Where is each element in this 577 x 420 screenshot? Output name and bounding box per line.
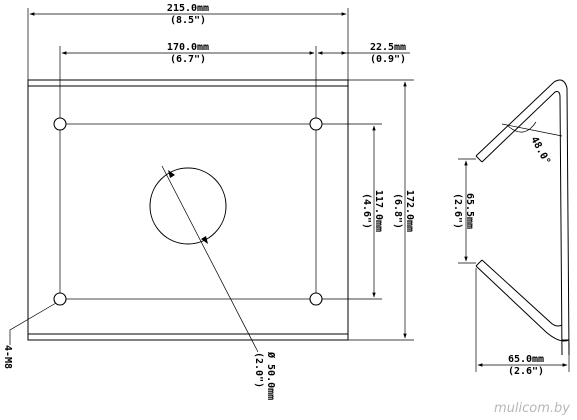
- center-hole-arrow-b: [201, 236, 208, 244]
- hole-spacing-metric: 170.0mm: [167, 42, 209, 53]
- overall-width-imperial: (8.5"): [170, 15, 206, 26]
- side-depth-metric: 65.0mm: [508, 354, 544, 365]
- mounting-hole-leader: [9, 302, 57, 345]
- side-opening-metric: 65.5mm: [464, 193, 475, 229]
- center-hole-leader: [161, 165, 259, 353]
- center-hole: [149, 167, 227, 245]
- mounting-hole-bottom-left: [53, 292, 67, 306]
- plate-outline: [27, 79, 349, 341]
- side-opening-imperial: (2.6"): [452, 193, 463, 229]
- side-profile-upper-outer: [475, 79, 570, 356]
- bend-angle-leader: [501, 123, 563, 137]
- edge-offset-metric: 22.5mm: [370, 42, 406, 53]
- side-profile-upper-inner: [481, 91, 563, 356]
- watermark: mulicom.by: [494, 401, 570, 416]
- overall-height-metric: 172.0mm: [404, 190, 415, 232]
- mounting-hole-top-left: [53, 117, 67, 131]
- mounting-hole-bottom-right: [309, 292, 323, 306]
- side-depth-imperial: (2.6"): [508, 366, 544, 377]
- bend-angle-arc: [507, 121, 537, 133]
- hole-pattern-outline: [59, 123, 317, 300]
- overall-width-metric: 215.0mm: [167, 3, 209, 14]
- bend-angle-label: 48.0°: [528, 135, 552, 167]
- side-view: [458, 79, 570, 372]
- center-hole-imperial: (2.0"): [253, 352, 264, 388]
- side-profile-lower-outer: [475, 265, 570, 342]
- center-hole-metric: Ø 50.0mm: [265, 351, 277, 400]
- side-profile-upper-end: [475, 155, 483, 163]
- front-view: [9, 8, 414, 353]
- center-hole-arrow-a: [168, 170, 175, 178]
- side-profile-lower-inner: [481, 259, 563, 327]
- edge-offset-imperial: (0.9"): [370, 54, 406, 65]
- vertical-spacing-metric: 117.0mm: [373, 190, 384, 232]
- side-profile-lower-end: [475, 259, 483, 267]
- vertical-spacing-imperial: (4.6"): [361, 193, 372, 229]
- mounting-hole-label: 4-M8: [2, 345, 13, 369]
- overall-height-imperial: (6.8"): [392, 193, 403, 229]
- hole-spacing-imperial: (6.7"): [170, 54, 206, 65]
- mounting-hole-top-right: [309, 117, 323, 131]
